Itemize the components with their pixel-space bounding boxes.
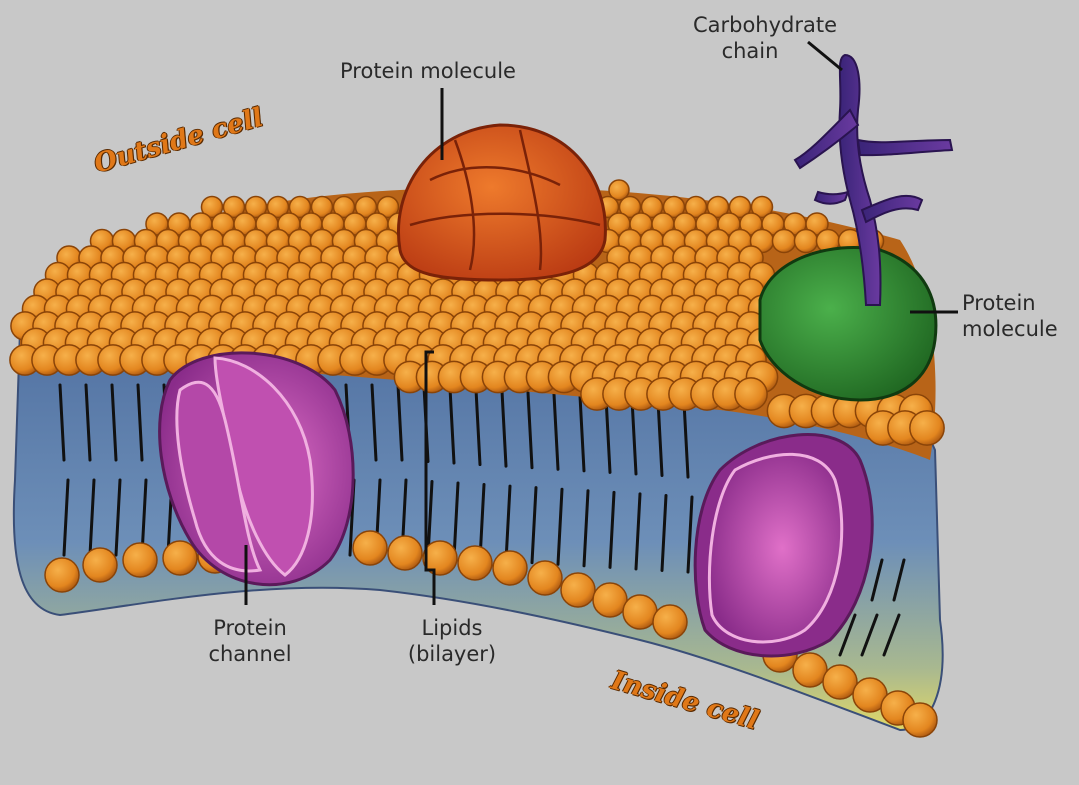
lipid-tail (604, 395, 612, 474)
label-protein-channel: Protein channel (190, 615, 310, 667)
lipid-head (728, 195, 752, 219)
lipid-head (608, 179, 630, 201)
lipid-head (822, 664, 858, 700)
label-lipids-line2: (bilayer) (407, 642, 497, 666)
lipid-head (750, 195, 774, 219)
protein-channel-left (158, 351, 355, 587)
lipid-tail (660, 493, 668, 572)
lipid-head (332, 195, 356, 219)
label-protein-molecule-right-line2: molecule (962, 317, 1058, 341)
lipid-head (222, 195, 246, 219)
lipid-head (771, 228, 797, 254)
lipid-head (310, 195, 334, 219)
protein-channel-right (693, 433, 874, 658)
label-lipids-line1: Lipids (421, 616, 483, 640)
lipid-tail (114, 478, 122, 557)
lipid-head (622, 594, 658, 630)
lipid-head (457, 545, 493, 581)
lipid-head (662, 195, 686, 219)
pointer-lines (244, 40, 958, 605)
lipid-tail (552, 392, 560, 471)
lipid-tail (474, 388, 482, 467)
lipid-tail (608, 490, 616, 569)
lipid-head (44, 557, 80, 593)
lipid-tail (136, 383, 144, 462)
lipid-head (376, 195, 400, 219)
lipid-head (387, 535, 423, 571)
lipid-head (244, 195, 268, 219)
lipid-tail (396, 383, 404, 462)
lipid-tail (556, 487, 564, 566)
label-lipids-bilayer: Lipids (bilayer) (392, 615, 512, 667)
pointer-carbohydrate (807, 40, 843, 72)
lipid-head (122, 542, 158, 578)
lipid-head (492, 550, 528, 586)
lipid-tail (578, 394, 586, 473)
lipid-head (422, 540, 458, 576)
lipid-tail (426, 479, 434, 558)
lipid-tail (370, 383, 378, 462)
lipid-tail (686, 495, 694, 574)
lipid-tail (682, 400, 690, 479)
lipid-tail (860, 613, 879, 657)
lipid-head (793, 228, 819, 254)
lipid-tail (630, 397, 638, 476)
label-carbohydrate-chain: Carbohydrate chain (665, 12, 865, 64)
label-protein-channel-line1: Protein (213, 616, 287, 640)
lipid-head (266, 195, 290, 219)
lipid-head (706, 195, 730, 219)
lipid-tail (62, 478, 70, 557)
label-protein-molecule-right-line1: Protein (962, 291, 1036, 315)
lipid-tail (530, 486, 538, 565)
lipid-tail (882, 613, 901, 657)
carbohydrate-chain (793, 53, 954, 306)
lipid-head (200, 195, 224, 219)
lipid-head (527, 560, 563, 596)
lipid-tail (526, 391, 534, 470)
label-carbohydrate-line1: Carbohydrate (692, 13, 838, 37)
lipid-head (902, 702, 938, 738)
protein-molecule-red (397, 123, 607, 282)
lipid-head (354, 195, 378, 219)
lipid-head (618, 195, 642, 219)
lipid-head (792, 652, 828, 688)
lipid-head (652, 604, 688, 640)
lipid-tail (870, 558, 884, 602)
lipid-head (684, 195, 708, 219)
label-carbohydrate-line2: chain (721, 39, 779, 63)
lipid-tail (58, 383, 66, 462)
lipid-tail (838, 613, 857, 657)
lipid-head (909, 410, 945, 446)
lipid-tail (500, 389, 508, 468)
lipid-tail (84, 383, 92, 462)
lipid-tail (88, 478, 96, 557)
protein-molecule-green (758, 245, 938, 402)
lipid-head (640, 195, 664, 219)
lipid-tail (110, 383, 118, 462)
lipid-head (734, 377, 768, 411)
lipid-tail (448, 386, 456, 465)
pointer-lipids (424, 350, 436, 605)
lipid-head (592, 582, 628, 618)
lipid-tail (634, 492, 642, 571)
lipid-head (805, 212, 829, 236)
lipid-head (82, 547, 118, 583)
lipid-head (288, 195, 312, 219)
lipid-head (352, 530, 388, 566)
label-protein-molecule-right: Protein molecule (962, 290, 1058, 342)
lipid-head (162, 540, 198, 576)
lipid-tail (452, 481, 460, 560)
lipid-head (560, 572, 596, 608)
label-protein-molecule-top: Protein molecule (340, 59, 516, 83)
lipid-tail (504, 484, 512, 563)
lipid-tail (656, 398, 664, 477)
label-protein-channel-line2: channel (208, 642, 292, 666)
lipid-tail (582, 489, 590, 568)
lipid-tail (892, 558, 906, 602)
